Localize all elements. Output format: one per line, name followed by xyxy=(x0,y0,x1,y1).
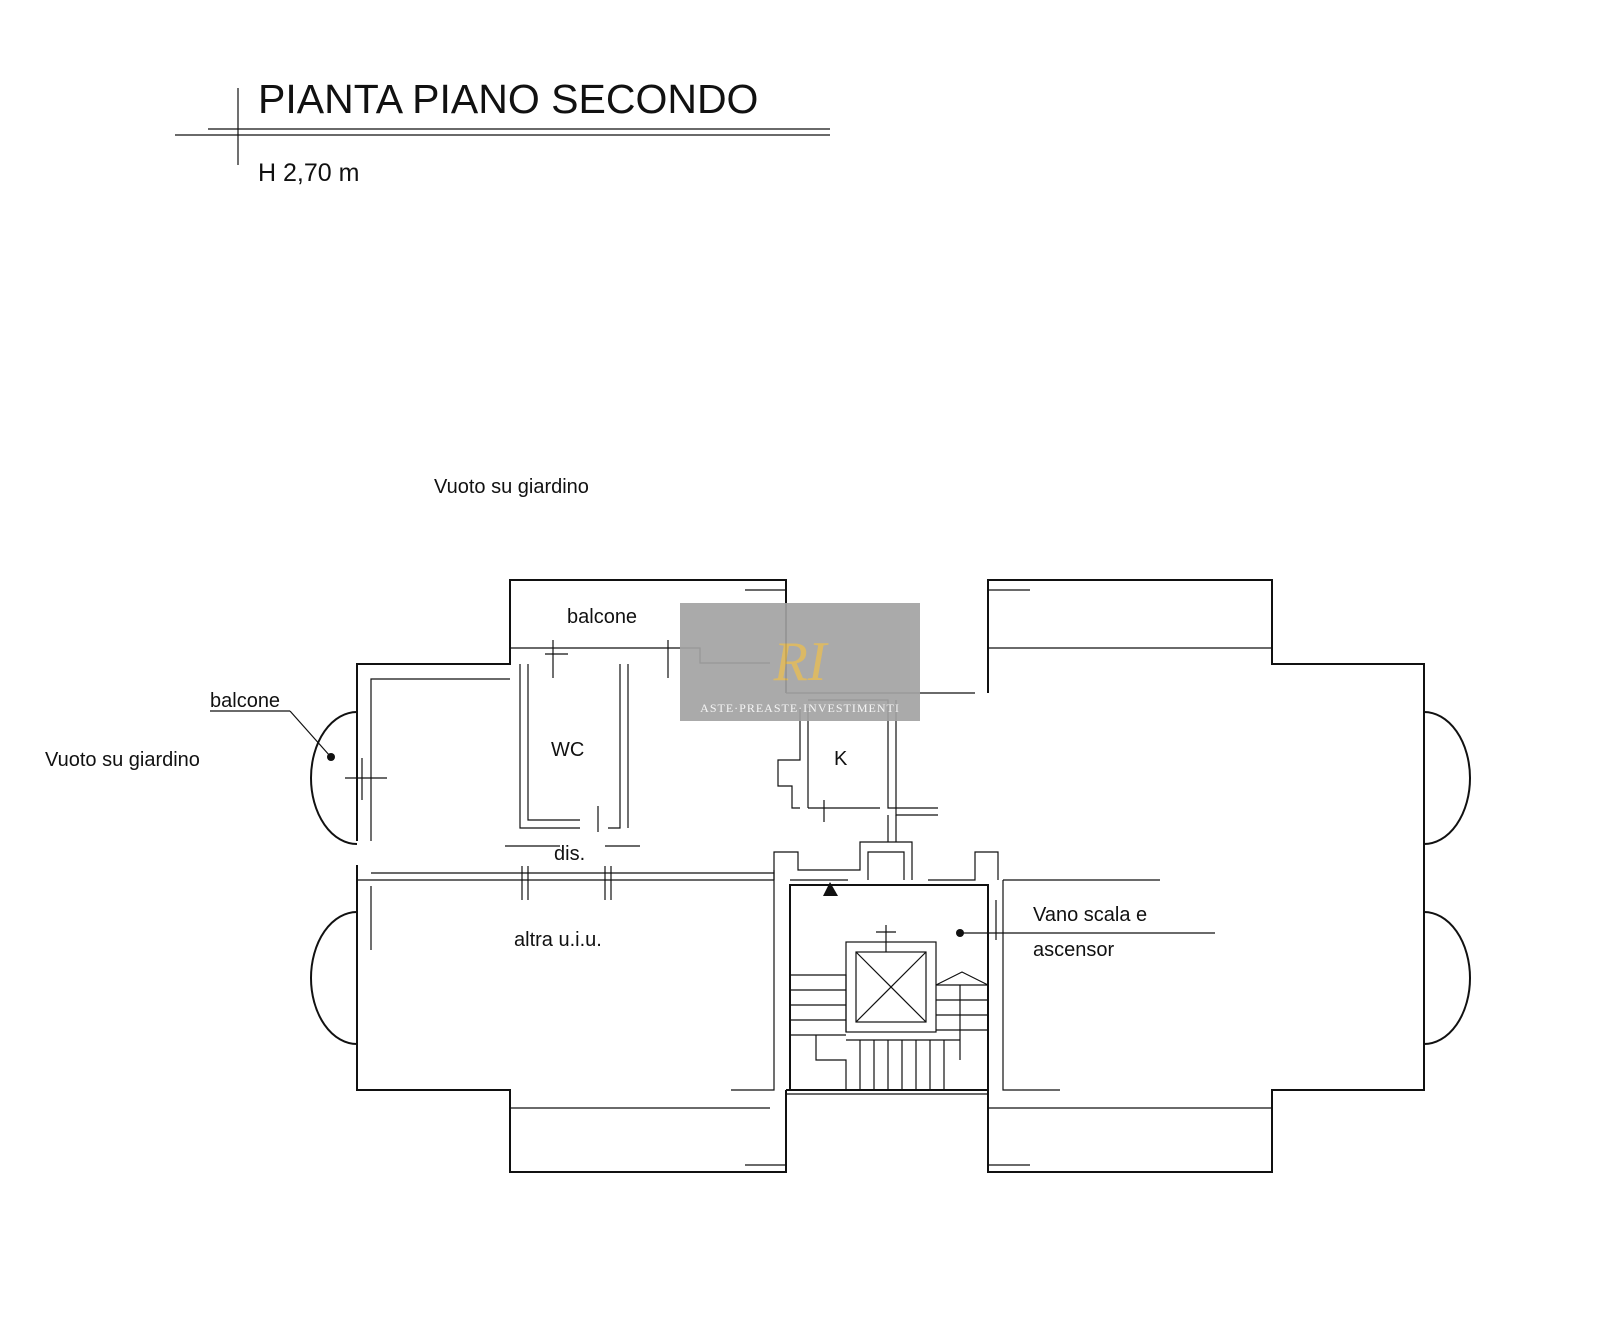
label-altra-uiu: altra u.i.u. xyxy=(514,929,602,951)
watermark-text: ASTE·PREASTE·INVESTIMENTI xyxy=(700,701,900,715)
title-block: PIANTA PIANO SECONDO H 2,70 m xyxy=(175,76,830,187)
leader-dot xyxy=(327,753,335,761)
label-vuoto-top: Vuoto su giardino xyxy=(434,476,589,498)
entry-arrow xyxy=(823,882,838,896)
interior-walls xyxy=(345,640,1215,1091)
label-balcone-top: balcone xyxy=(567,606,637,628)
height-label: H 2,70 m xyxy=(258,159,359,187)
plan-title: PIANTA PIANO SECONDO xyxy=(258,76,758,122)
label-wc: WC xyxy=(551,739,584,761)
label-vano-line2: ascensor xyxy=(1033,939,1114,961)
label-dis: dis. xyxy=(554,843,585,865)
watermark-background xyxy=(680,603,920,721)
label-vano-line1: Vano scala e xyxy=(1033,904,1147,926)
watermark: RI ASTE·PREASTE·INVESTIMENTI xyxy=(680,603,920,721)
label-balcone-left: balcone xyxy=(210,690,280,712)
label-vuoto-left: Vuoto su giardino xyxy=(45,749,200,771)
label-k: K xyxy=(834,748,848,770)
watermark-logo: RI xyxy=(773,631,829,693)
bay-balconies xyxy=(310,711,1471,1045)
